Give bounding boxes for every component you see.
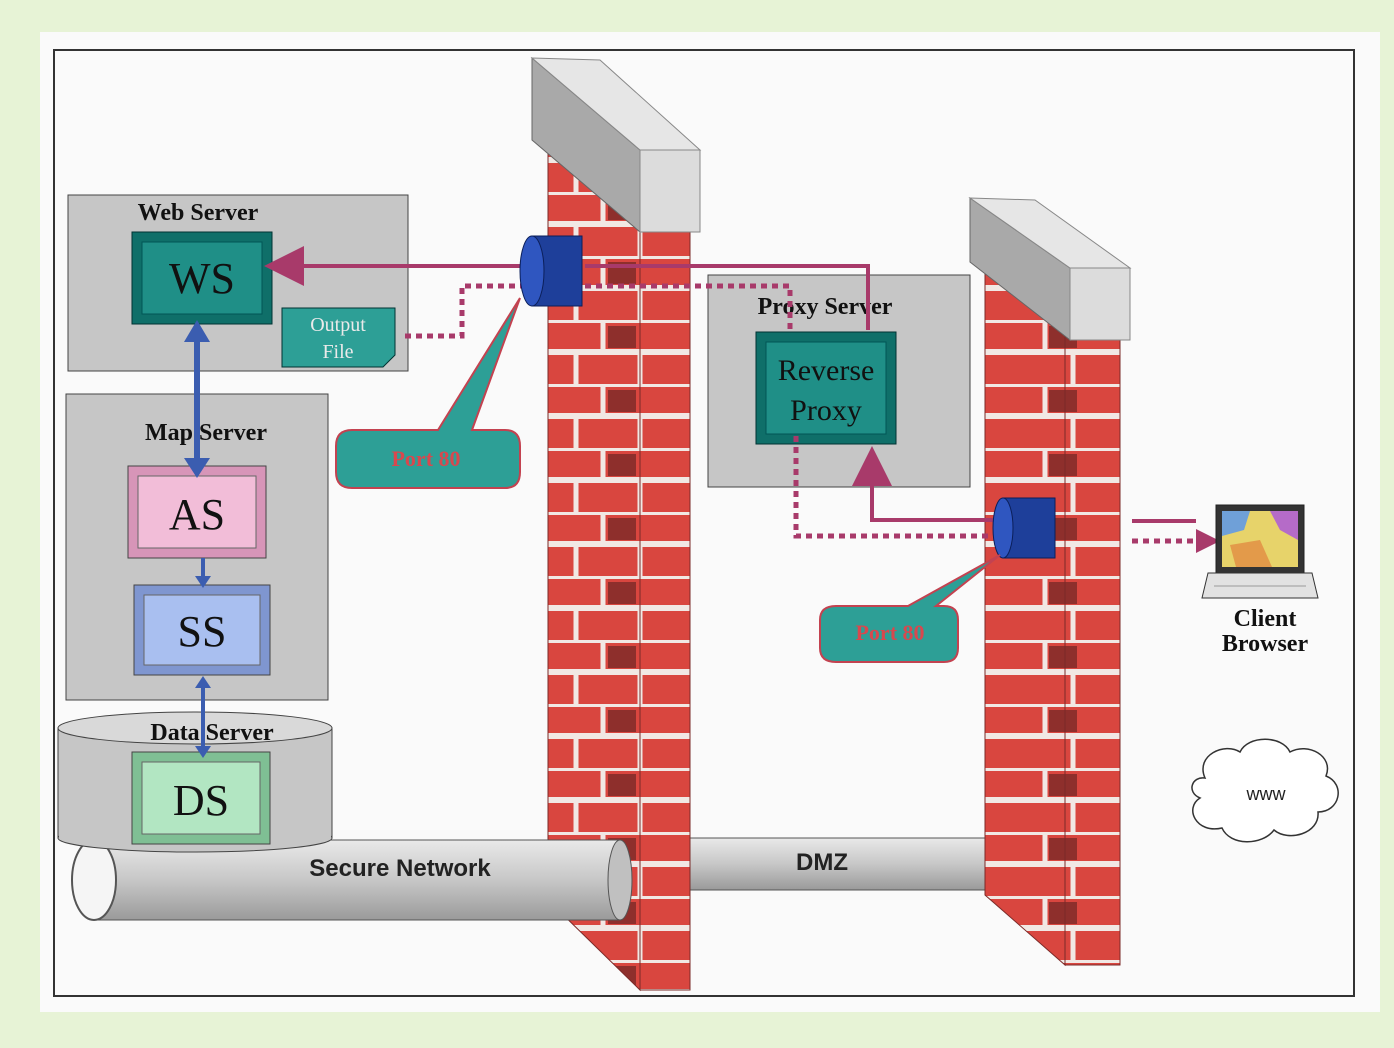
ws-node: WS [131,231,273,325]
connectors-dashed [405,283,1196,544]
dmz-label: DMZ [796,849,848,876]
output-file: Output File [281,307,396,368]
client-browser: Client Browser [1201,504,1319,657]
ss-ds-arrowhead-down [195,746,211,758]
secure-network-label: Secure Network [309,855,491,882]
reverse-proxy-node: Reverse Proxy [755,331,897,445]
to-client-arrowhead [1196,529,1220,553]
firewall-left [530,56,702,992]
port-to-proxy-dashed [585,283,793,330]
ds-label: DS [173,776,229,825]
ds-node: DS [131,751,271,845]
as-ss-arrowhead [195,576,211,588]
as-node: AS [127,465,267,559]
ws-label: WS [169,254,235,303]
ss-node: SS [133,584,271,676]
output-file-line2: File [322,341,353,363]
client-links [1132,519,1220,553]
web-server: Web Server WS Output File [67,194,409,372]
diagram-border [53,49,1355,997]
output-to-port-dashed [405,283,522,339]
data-server-title: Data Server [150,720,274,746]
port-callout-left-text: Port 80 [391,446,460,471]
reverse-proxy-line2: Proxy [790,394,862,427]
proxy-server-title: Proxy Server [758,294,893,320]
client-label-line1: Client [1234,606,1297,632]
port-connector-left [519,235,583,307]
as-label: AS [169,490,225,539]
client-label-line2: Browser [1222,631,1309,657]
cloud-label: www [1246,784,1287,804]
output-file-line1: Output [310,314,366,336]
secure-network-pipe: Secure Network [71,839,633,921]
internal-links [184,320,211,758]
port-callout-right: Port 80 [819,554,1001,663]
dmz-pipe: DMZ [639,837,1041,891]
map-server-title: Map Server [145,420,267,446]
internet-cloud: www [1191,738,1339,843]
reverse-proxy-line1: Reverse [778,354,875,387]
port-right-to-proxy-link [852,446,1000,522]
ws-as-arrowhead-up [184,320,210,342]
ss-label: SS [178,607,227,656]
port-connector-right [992,497,1056,559]
data-server: Data Server DS [57,711,333,853]
proxy-to-port-right-dashed [793,436,1000,539]
proxy-server: Proxy Server Reverse Proxy [707,274,971,488]
connectors-solid [264,246,1000,522]
port-callout-right-text: Port 80 [855,620,924,645]
web-server-title: Web Server [138,200,259,226]
ss-ds-arrowhead-up [195,676,211,688]
ws-as-arrowhead-down [184,458,210,478]
port-callout-left: Port 80 [335,297,521,489]
port-to-proxy-link [585,264,870,330]
firewall-right [968,197,1132,967]
